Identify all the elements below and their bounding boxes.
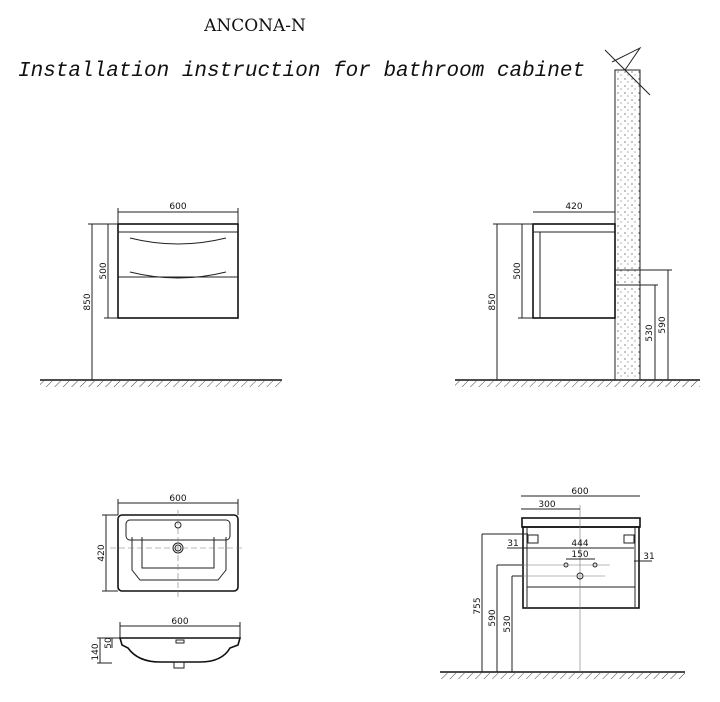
- basin-top-view: 600 420: [97, 494, 245, 598]
- basin-section-view: 600 140 50: [91, 617, 242, 669]
- rear-height-mid-dim: 590: [488, 609, 498, 626]
- bracket-spacing-dim: 444: [571, 539, 588, 549]
- edge-right-dim: 31: [643, 552, 654, 562]
- section-width-dim: 600: [171, 617, 188, 627]
- section-height-dim: 140: [91, 643, 101, 660]
- side-total-height-dim: 850: [488, 293, 498, 310]
- rear-height-top-dim: 755: [473, 597, 483, 614]
- side-cabinet-height-dim: 500: [513, 262, 523, 279]
- basin-depth-dim: 420: [97, 544, 107, 561]
- rear-width-dim: 600: [571, 487, 588, 497]
- pipe-spacing-dim: 150: [571, 550, 588, 560]
- front-width-dim: 600: [169, 202, 186, 212]
- drawing-title: ANCONA-N: [204, 16, 306, 36]
- side-bracket-low-dim: 530: [645, 324, 655, 341]
- drawing-subtitle: Installation instruction for bathroom ca…: [18, 60, 586, 83]
- front-total-height-dim: 850: [83, 293, 93, 310]
- rear-view: 600 300 444 31 31 150 755 590 530: [440, 487, 685, 679]
- front-cabinet-height-dim: 500: [99, 262, 109, 279]
- section-rim-dim: 50: [104, 637, 114, 649]
- side-depth-dim: 420: [565, 202, 582, 212]
- rear-height-low-dim: 530: [503, 615, 513, 632]
- side-view: 420 850 500 530 590: [455, 46, 700, 387]
- basin-width-dim: 600: [169, 494, 186, 504]
- front-view: 600 850 500: [40, 202, 282, 387]
- edge-left-dim: 31: [507, 539, 518, 549]
- rear-half-width-dim: 300: [538, 500, 555, 510]
- side-bracket-high-dim: 590: [658, 316, 668, 333]
